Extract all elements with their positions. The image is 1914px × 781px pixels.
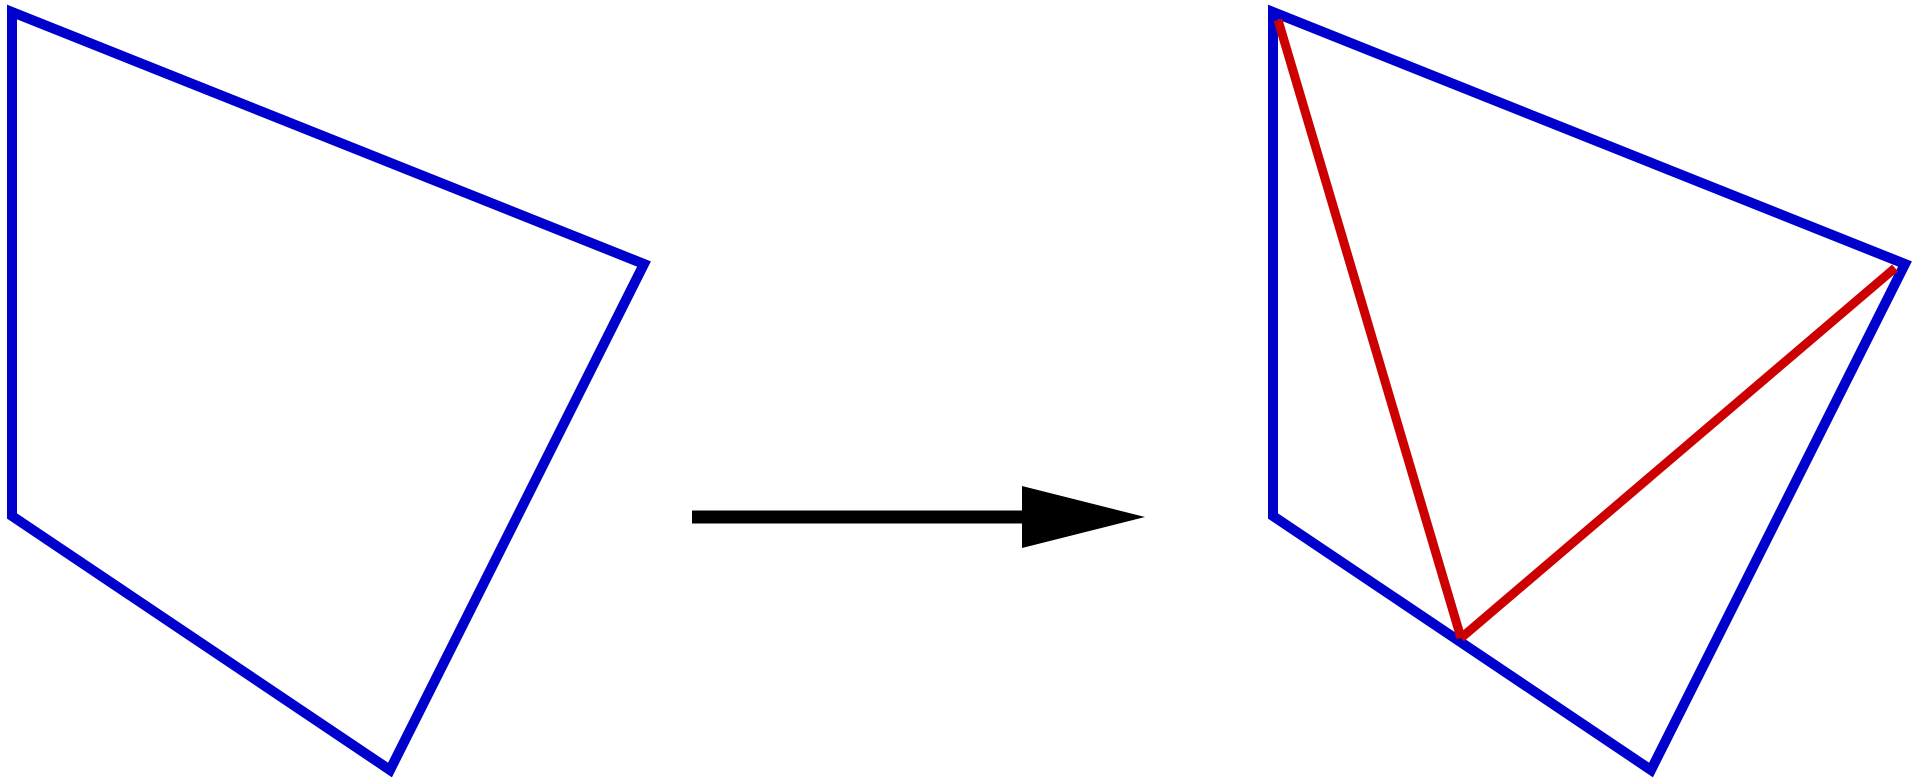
arrow-head [1022, 486, 1145, 548]
split-segment-right [1458, 264, 1898, 642]
split-segment-left [1273, 18, 1466, 640]
transform-arrow [692, 486, 1145, 548]
original-polygon [6, 4, 651, 778]
split-polygon-group [1268, 4, 1912, 778]
split-polygon-outline [1268, 4, 1912, 778]
